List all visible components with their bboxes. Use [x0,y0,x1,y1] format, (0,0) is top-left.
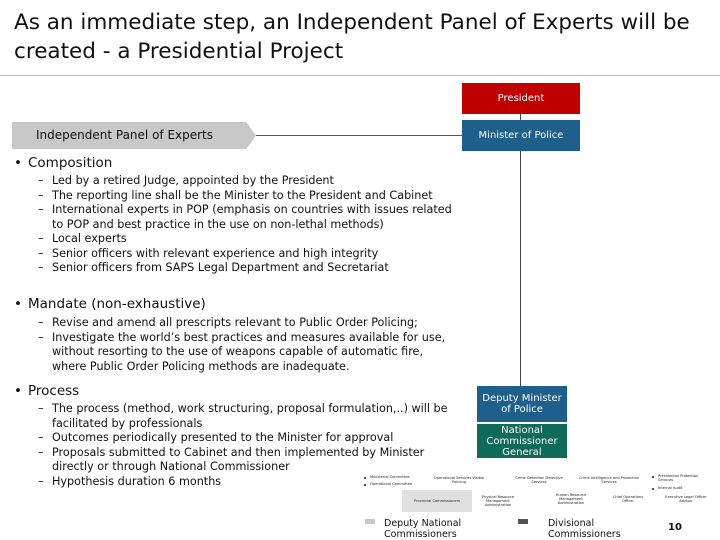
mini-right-bullet: Presidential Protection Services [658,474,699,483]
legend-swatch-divisional [518,519,528,524]
process-heading: • Process [14,383,79,400]
mini-org-box: Crime Detection Detective Services [515,475,563,484]
title-divider [0,75,720,76]
composition-list: Led by a retired Judge, appointed by the… [38,174,458,276]
mini-org-box: Crime Intelligence and Protection Servic… [579,475,639,484]
list-item: Hypothesis duration 6 months [38,475,468,490]
mandate-heading-text: Mandate (non-exhaustive) [28,296,206,312]
mini-org-box: Operational Services Visible Policing [433,475,485,484]
mini-org-box: Human Resource Management Administration [555,492,587,506]
bullet-dot: • [14,155,22,171]
mini-left-bullet: Operational Committee [370,482,413,486]
legend-label-divisional: Divisional Commissioners [548,518,621,540]
mandate-heading: • Mandate (non-exhaustive) [14,296,206,313]
page-number: 10 [668,522,682,533]
list-item: Outcomes periodically presented to the M… [38,431,468,446]
legend-swatch-deputy-national [365,519,375,524]
bullet-dot: • [14,296,22,312]
mini-org-box: Chief Operations Officer [612,494,644,503]
minister-of-police-box: Minister of Police [462,120,580,151]
list-item: Senior officers with relevant experience… [38,247,458,262]
mini-org-box: Provincial Commissioners [402,490,472,512]
mini-org-box: Physical Resource Management Administrat… [481,494,515,508]
list-item: Senior officers from SAPS Legal Departme… [38,261,458,276]
deputy-minister-box: Deputy Minister of Police [477,386,567,422]
national-commissioner-general-box: National Commissioner General [477,424,567,458]
org-connector-vertical [520,114,521,386]
mini-bullet [652,476,654,478]
list-item: International experts in POP (emphasis o… [38,203,458,232]
list-item: The process (method, work structuring, p… [38,402,468,431]
list-item: Led by a retired Judge, appointed by the… [38,174,458,189]
composition-heading: • Composition [14,155,112,172]
mini-right-bullet: Internal Audit [658,486,683,490]
process-heading-text: Process [28,383,80,399]
composition-heading-text: Composition [28,155,113,171]
panel-connector [256,135,462,136]
independent-panel-box: Independent Panel of Experts [12,122,256,149]
process-list: The process (method, work structuring, p… [38,402,468,489]
bullet-dot: • [14,383,22,399]
list-item: Revise and amend all prescripts relevant… [38,316,458,331]
mini-left-bullet: Ministerial Committee [370,475,410,479]
mini-bullet [652,488,654,490]
list-item: Investigate the world’s best practices a… [38,331,458,375]
list-item: Proposals submitted to Cabinet and then … [38,446,468,475]
legend-label-deputy-national: Deputy National Commissioners [384,518,462,540]
list-item: Local experts [38,232,458,247]
mini-bullet [364,477,366,479]
mini-bullet [364,484,366,486]
president-box: President [462,83,580,114]
list-item: The reporting line shall be the Minister… [38,189,458,204]
slide-title: As an immediate step, an Independent Pan… [14,10,690,64]
mini-org-box: Executive Legal Officer Advisor [665,494,707,503]
mandate-list: Revise and amend all prescripts relevant… [38,316,458,374]
